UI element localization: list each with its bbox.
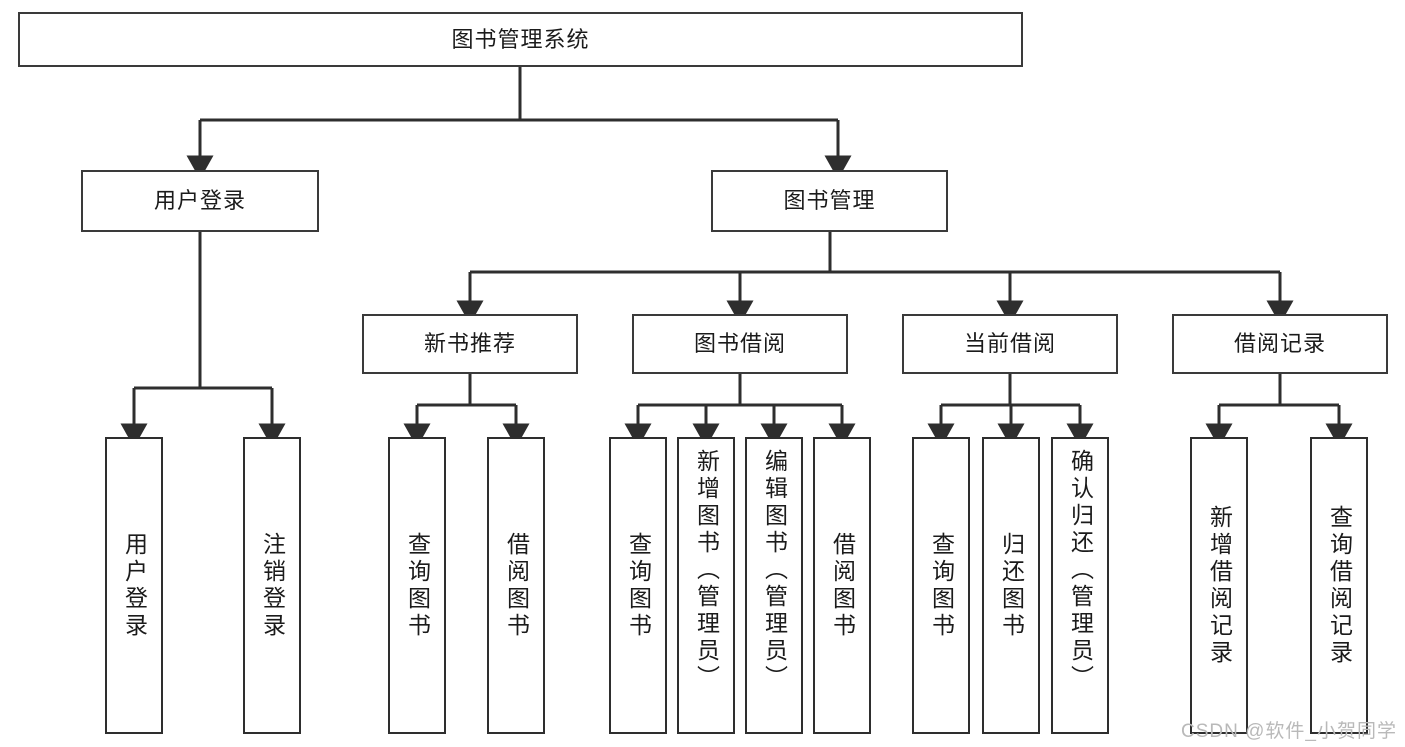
node-borrow-record-label: 借阅记录: [1233, 331, 1326, 357]
node-user-login[interactable]: 用户登录: [81, 170, 319, 232]
leaf-return-book[interactable]: 归还图书: [982, 437, 1040, 734]
leaf-edit-book-label: 编辑图书（管理员）: [761, 449, 788, 692]
node-root[interactable]: 图书管理系统: [18, 12, 1023, 67]
node-user-login-label: 用户登录: [153, 188, 246, 214]
leaf-borrow-book-1[interactable]: 借阅图书: [487, 437, 545, 734]
node-book-borrow-label: 图书借阅: [693, 331, 786, 357]
leaf-add-book[interactable]: 新增图书（管理员）: [677, 437, 735, 734]
leaf-query-book-2[interactable]: 查询图书: [609, 437, 667, 734]
leaf-confirm-return-label: 确认归还（管理员）: [1067, 449, 1094, 692]
node-book-borrow[interactable]: 图书借阅: [632, 314, 848, 374]
leaf-add-record-label: 新增借阅记录: [1206, 504, 1233, 667]
leaf-add-record[interactable]: 新增借阅记录: [1190, 437, 1248, 734]
leaf-query-record[interactable]: 查询借阅记录: [1310, 437, 1368, 734]
leaf-edit-book[interactable]: 编辑图书（管理员）: [745, 437, 803, 734]
leaf-add-book-label: 新增图书（管理员）: [693, 449, 720, 692]
node-borrow-record[interactable]: 借阅记录: [1172, 314, 1388, 374]
node-current-borrow[interactable]: 当前借阅: [902, 314, 1118, 374]
node-new-book-recommend[interactable]: 新书推荐: [362, 314, 578, 374]
leaf-user-logout[interactable]: 注销登录: [243, 437, 301, 734]
node-book-manage-label: 图书管理: [783, 188, 876, 214]
leaf-return-book-label: 归还图书: [998, 531, 1025, 640]
node-root-label: 图书管理系统: [451, 26, 590, 52]
leaf-borrow-book-2-label: 借阅图书: [829, 531, 856, 640]
leaf-query-book-1-label: 查询图书: [404, 531, 431, 640]
leaf-query-record-label: 查询借阅记录: [1326, 504, 1353, 667]
node-new-book-recommend-label: 新书推荐: [423, 331, 516, 357]
watermark: CSDN @软件_小贺同学: [1181, 721, 1397, 742]
leaf-user-login[interactable]: 用户登录: [105, 437, 163, 734]
leaf-user-logout-label: 注销登录: [259, 531, 286, 640]
leaf-borrow-book-2[interactable]: 借阅图书: [813, 437, 871, 734]
node-book-manage[interactable]: 图书管理: [711, 170, 948, 232]
leaf-query-book-3-label: 查询图书: [928, 531, 955, 640]
leaf-query-book-3[interactable]: 查询图书: [912, 437, 970, 734]
leaf-query-book-2-label: 查询图书: [625, 531, 652, 640]
leaf-confirm-return[interactable]: 确认归还（管理员）: [1051, 437, 1109, 734]
leaf-user-login-label: 用户登录: [121, 531, 148, 640]
leaf-query-book-1[interactable]: 查询图书: [388, 437, 446, 734]
node-current-borrow-label: 当前借阅: [963, 331, 1056, 357]
leaf-borrow-book-1-label: 借阅图书: [503, 531, 530, 640]
